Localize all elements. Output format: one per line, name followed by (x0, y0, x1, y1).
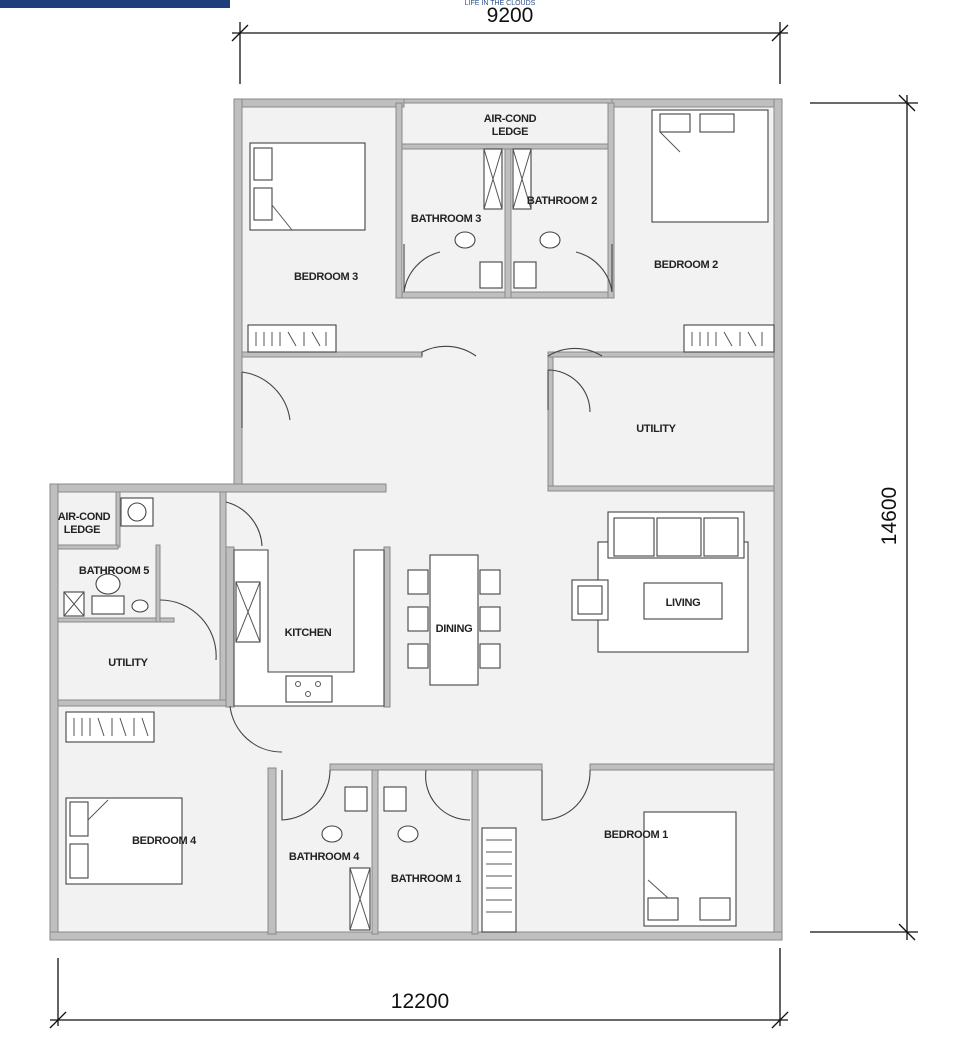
kitchen-counter (233, 549, 385, 707)
bedroom-1-wardrobe (481, 827, 517, 933)
bathroom-5-fixtures (63, 573, 149, 617)
bathroom-3-fixtures (454, 148, 503, 289)
label-bathroom-3: BATHROOM 3 (411, 213, 481, 225)
bedroom-3-bed (249, 142, 366, 231)
label-aircond-ledge-left-line1: AIR-COND (58, 511, 111, 523)
walls (49, 98, 783, 941)
bedroom-4-bed (65, 797, 183, 885)
label-bathroom-2: BATHROOM 2 (527, 195, 597, 207)
room-labels: AIR-COND LEDGE BATHROOM 3 BATHROOM 2 BED… (58, 113, 719, 885)
label-bathroom-4: BATHROOM 4 (289, 851, 360, 863)
bedroom-2-wardrobe (683, 324, 775, 353)
doors (159, 244, 613, 821)
label-kitchen: KITCHEN (285, 627, 332, 639)
bathroom-1-fixtures (383, 786, 419, 843)
floor-area (50, 100, 780, 940)
label-bedroom-2: BEDROOM 2 (654, 259, 718, 271)
dimension-top-label: 9200 (487, 4, 534, 27)
living-set (571, 511, 749, 653)
bedroom-1-bed (643, 811, 737, 927)
utility-left-rack (65, 711, 155, 743)
bedroom-3-wardrobe (247, 324, 337, 353)
label-aircond-ledge-left-line2: LEDGE (64, 524, 100, 536)
label-bathroom-1: BATHROOM 1 (391, 873, 461, 885)
brand-tagline: LIFE IN THE CLOUDS (465, 0, 536, 7)
brand-header: LIFE IN THE CLOUDS (0, 0, 536, 8)
dimension-top: 9200 (231, 4, 789, 84)
label-utility-left: UTILITY (108, 657, 148, 669)
aircond-unit-icon (120, 497, 154, 527)
dimension-bottom: 12200 (49, 948, 789, 1029)
bathroom-2-fixtures (512, 148, 561, 289)
dimension-right: 14600 (810, 94, 918, 941)
label-aircond-ledge-top-line1: AIR-COND (484, 113, 537, 125)
dimension-right-label: 14600 (878, 487, 901, 545)
label-bedroom-3: BEDROOM 3 (294, 271, 358, 283)
label-bedroom-4: BEDROOM 4 (132, 835, 197, 847)
label-utility-right: UTILITY (636, 423, 676, 435)
label-living: LIVING (666, 597, 701, 609)
label-dining: DINING (436, 623, 473, 635)
dimension-bottom-label: 12200 (391, 990, 449, 1013)
label-aircond-ledge-top-line2: LEDGE (492, 126, 528, 138)
dining-table (407, 554, 501, 686)
bedroom-2-bed (651, 109, 769, 223)
label-bathroom-5: BATHROOM 5 (79, 565, 149, 577)
bathroom-4-fixtures (321, 786, 371, 931)
label-bedroom-1: BEDROOM 1 (604, 829, 668, 841)
